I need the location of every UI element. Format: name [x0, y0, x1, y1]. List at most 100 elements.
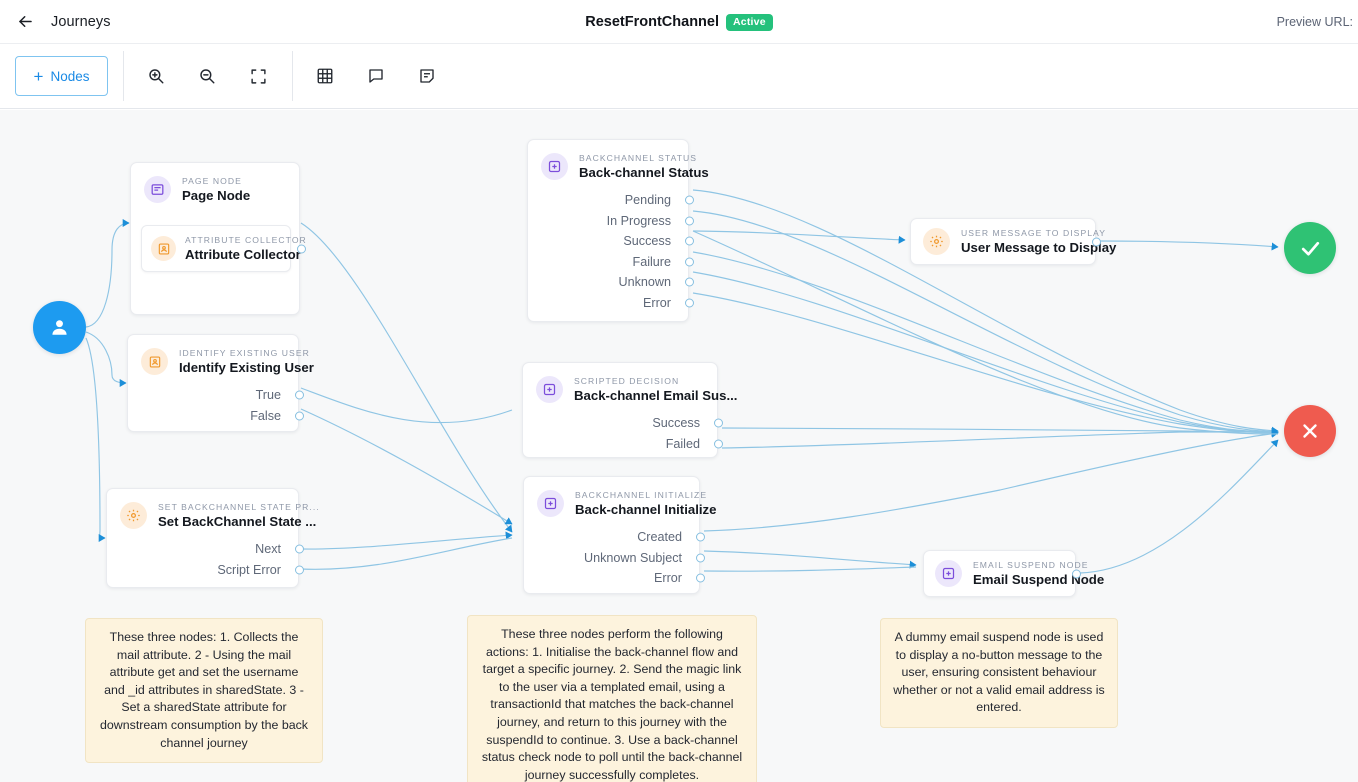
breadcrumb-journeys[interactable]: Journeys	[51, 13, 111, 30]
add-nodes-button[interactable]: + Nodes	[15, 56, 108, 96]
output-port[interactable]	[684, 216, 694, 226]
output-port[interactable]	[1071, 569, 1081, 578]
success-outcome-node[interactable]	[1284, 222, 1336, 274]
output-row[interactable]: Pending	[528, 190, 694, 211]
output-row[interactable]: Error	[524, 568, 705, 589]
node-identify-existing-user[interactable]: IDENTIFY EXISTING USER Identify Existing…	[127, 334, 314, 432]
node-type-label: BACKCHANNEL INITIALIZE	[575, 490, 708, 500]
output-port[interactable]	[684, 298, 694, 308]
fit-to-screen-icon[interactable]	[239, 57, 277, 95]
output-port[interactable]	[294, 411, 304, 421]
node-name-label: Email Suspend Node	[973, 572, 1105, 587]
output-port[interactable]	[695, 573, 705, 583]
toolbar-divider-2	[292, 51, 293, 101]
node-backchannel-status[interactable]: BACKCHANNEL STATUS Back-channel Status P…	[527, 139, 709, 322]
annotation-note[interactable]: These three nodes: 1. Collects the mail …	[85, 618, 323, 764]
output-port[interactable]	[294, 544, 304, 554]
comment-icon[interactable]	[357, 57, 395, 95]
output-row[interactable]: Next	[107, 539, 304, 560]
add-nodes-label: Nodes	[50, 68, 90, 84]
toolbar-divider-1	[123, 51, 124, 101]
node-backchannel-initialize[interactable]: BACKCHANNEL INITIALIZE Back-channel Init…	[523, 476, 716, 594]
page-title: ResetFrontChannel	[585, 14, 720, 30]
annotation-note[interactable]: These three nodes perform the following …	[467, 615, 757, 782]
output-row[interactable]: Unknown	[528, 272, 694, 293]
output-port[interactable]	[294, 390, 304, 400]
note-icon[interactable]	[408, 57, 446, 95]
back-arrow-icon[interactable]	[13, 10, 37, 34]
node-type-label: SET BACKCHANNEL STATE PR...	[158, 502, 320, 512]
node-type-label: USER MESSAGE TO DISPLAY	[961, 228, 1106, 238]
node-name-label: Identify Existing User	[179, 360, 314, 375]
output-label: Failed	[665, 436, 700, 451]
output-row[interactable]: Success	[528, 231, 694, 252]
edge-layer	[85, 189, 1279, 574]
node-header: PAGE NODE Page Node	[131, 163, 299, 213]
annotation-note[interactable]: A dummy email suspend node is used to di…	[880, 618, 1118, 728]
node-attribute-collector[interactable]: ATTRIBUTE COLLECTOR Attribute Collector	[141, 225, 306, 272]
output-port[interactable]	[1091, 237, 1101, 246]
node-user-message-to-display[interactable]: USER MESSAGE TO DISPLAY User Message to …	[910, 218, 1116, 265]
output-label: True	[255, 388, 281, 403]
node-name-label: Attribute Collector	[185, 247, 301, 262]
output-row[interactable]: Error	[528, 293, 694, 314]
output-row[interactable]: Unknown Subject	[524, 548, 705, 569]
node-name-label: User Message to Display	[961, 240, 1117, 255]
preview-url-label[interactable]: Preview URL:	[1276, 15, 1353, 29]
node-outputs: True False	[128, 385, 304, 437]
node-email-suspend[interactable]: EMAIL SUSPEND NODE Email Suspend Node	[923, 550, 1104, 597]
output-port[interactable]	[684, 277, 694, 287]
zoom-in-icon[interactable]	[137, 57, 175, 95]
output-row[interactable]: True	[128, 385, 304, 406]
identify-user-icon	[141, 348, 168, 375]
output-row[interactable]: Created	[524, 527, 705, 548]
output-port[interactable]	[695, 553, 705, 563]
journey-title-group: ResetFrontChannel Active	[0, 0, 1358, 44]
node-name-label: Back-channel Initialize	[575, 502, 717, 517]
backchannel-icon	[541, 153, 568, 180]
node-name-label: Back-channel Email Sus...	[574, 388, 738, 403]
node-type-label: ATTRIBUTE COLLECTOR	[185, 235, 307, 245]
output-row[interactable]: Failed	[523, 434, 723, 455]
node-header: BACKCHANNEL INITIALIZE Back-channel Init…	[524, 477, 716, 527]
output-row[interactable]: In Progress	[528, 211, 694, 232]
failure-outcome-node[interactable]	[1284, 405, 1336, 457]
node-name-label: Back-channel Status	[579, 165, 709, 180]
node-type-label: PAGE NODE	[182, 176, 242, 186]
node-page-node[interactable]: PAGE NODE Page Node ATTRIBUTE COLLECTOR …	[130, 162, 306, 315]
output-port[interactable]	[684, 195, 694, 205]
grid-icon[interactable]	[306, 57, 344, 95]
output-label: Error	[643, 295, 671, 310]
output-port[interactable]	[297, 244, 306, 253]
output-label: Pending	[624, 193, 671, 208]
output-row[interactable]: Script Error	[107, 560, 304, 581]
output-row[interactable]: Success	[523, 413, 723, 434]
output-label: Created	[637, 530, 682, 545]
start-node[interactable]	[33, 301, 86, 354]
output-label: Success	[623, 234, 671, 249]
email-suspend-icon	[935, 560, 962, 587]
output-port[interactable]	[713, 418, 723, 428]
output-row[interactable]: Failure	[528, 252, 694, 273]
output-port[interactable]	[294, 565, 304, 575]
output-port[interactable]	[695, 532, 705, 542]
node-outputs: Next Script Error	[107, 539, 304, 591]
output-label: Unknown Subject	[583, 550, 682, 565]
output-label: False	[250, 408, 281, 423]
output-row[interactable]: False	[128, 406, 304, 427]
output-port[interactable]	[684, 257, 694, 267]
node-type-label: EMAIL SUSPEND NODE	[973, 560, 1089, 570]
output-port[interactable]	[684, 236, 694, 246]
backchannel-icon	[537, 490, 564, 517]
node-header: SET BACKCHANNEL STATE PR... Set BackChan…	[107, 489, 319, 539]
node-scripted-decision[interactable]: SCRIPTED DECISION Back-channel Email Sus…	[522, 362, 737, 458]
node-type-label: BACKCHANNEL STATUS	[579, 153, 698, 163]
node-header: BACKCHANNEL STATUS Back-channel Status	[528, 140, 709, 190]
node-set-backchannel-state[interactable]: SET BACKCHANNEL STATE PR... Set BackChan…	[106, 488, 319, 591]
output-label: Unknown	[618, 275, 671, 290]
journey-canvas[interactable]: PAGE NODE Page Node ATTRIBUTE COLLECTOR …	[0, 110, 1358, 782]
output-port[interactable]	[713, 439, 723, 449]
zoom-out-icon[interactable]	[188, 57, 226, 95]
status-badge: Active	[726, 13, 773, 31]
